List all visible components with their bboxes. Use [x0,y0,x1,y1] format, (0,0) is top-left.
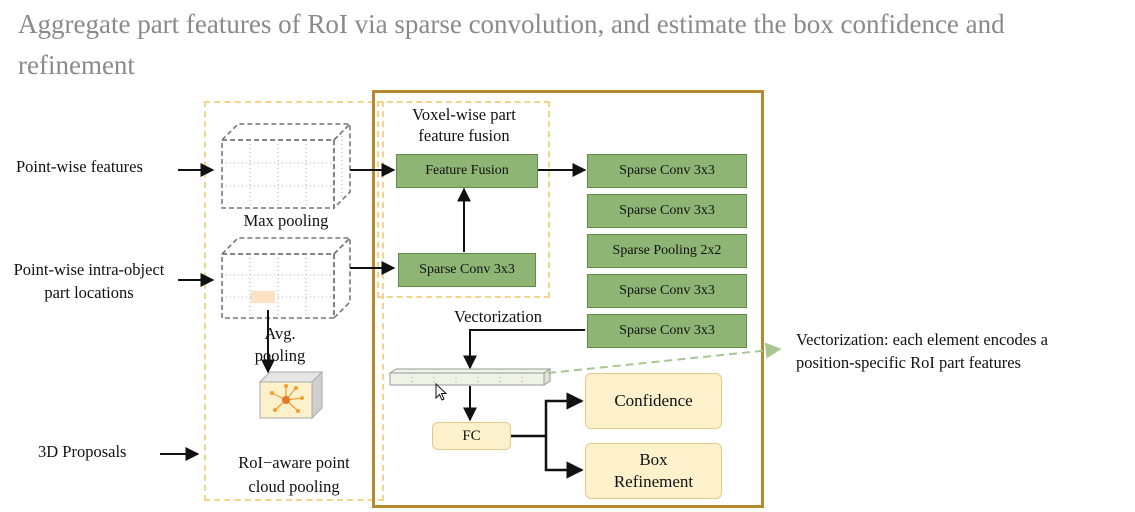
confidence-box: Confidence [585,373,722,429]
vectorized-feature-bar [388,368,552,386]
proposals-label: 3D Proposals [38,442,127,461]
max-pool-voxel-grid [220,122,352,210]
stack-item: Sparse Conv 3x3 [587,314,747,348]
roi-pooling-region [204,101,384,501]
part-locations-label: Point-wise intra-object part locations [13,260,165,302]
roi-pooling-label: RoI−aware point cloud pooling [238,453,350,496]
refinement-network-frame [372,90,764,508]
fc-box: FC [432,422,511,450]
mouse-cursor-icon [435,382,448,401]
annotation-pointer [547,342,782,374]
feature-fusion-box: Feature Fusion [396,154,538,188]
voxel-point-cloud-icon [258,370,324,420]
box-refinement-box: Box Refinement [585,443,722,499]
arrow-vectorization [463,329,585,370]
stack-item: Sparse Pooling 2x2 [587,234,747,268]
stack-item: Sparse Conv 3x3 [587,154,747,188]
vectorization-annotation: Vectorization: each element encodes a po… [796,330,1048,372]
avg-pooling-label: Avg. pooling [254,324,306,365]
arrow-fc-to-confidence [544,392,584,436]
vectorization-label: Vectorization [454,307,542,326]
slide-title: Aggregate part features of RoI via spars… [18,9,1005,80]
sparse-conv-box: Sparse Conv 3x3 [398,253,536,287]
avg-pool-voxel-grid [220,236,352,320]
max-pooling-label: Max pooling [243,211,329,230]
fusion-region [377,101,550,298]
point-wise-features-label: Point-wise features [16,157,143,176]
arrow-fc-to-refinement [544,436,584,479]
stack-item: Sparse Conv 3x3 [587,274,747,308]
fusion-title: Voxel-wise part feature fusion [412,105,516,145]
stack-item: Sparse Conv 3x3 [587,194,747,228]
